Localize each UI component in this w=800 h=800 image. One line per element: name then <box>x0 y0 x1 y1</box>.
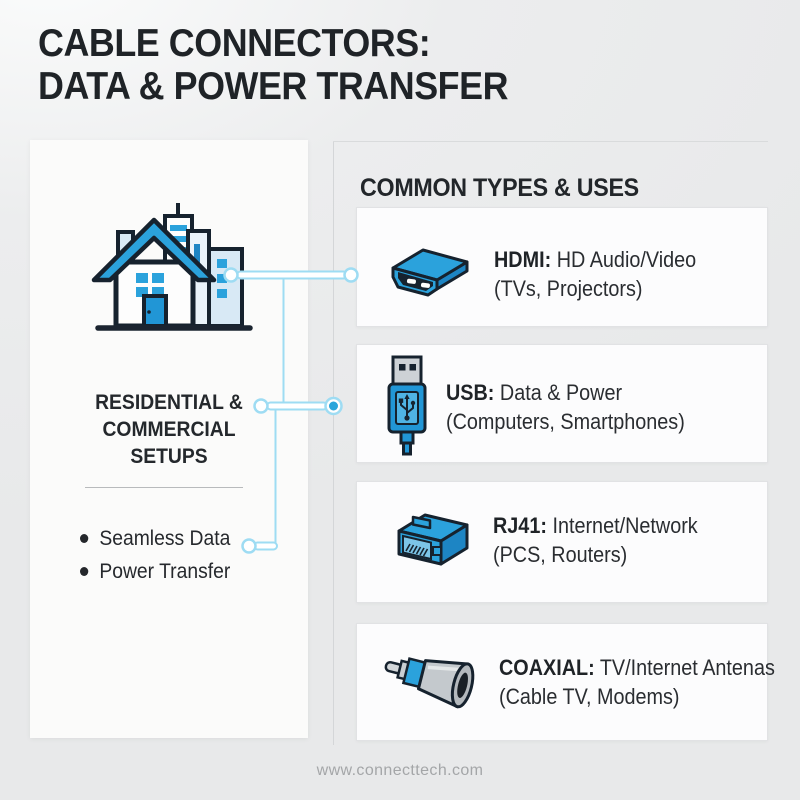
right-panel-heading: COMMON TYPES & USES <box>360 173 639 202</box>
bullet-item: Power Transfer <box>80 555 230 588</box>
card-desc2: (TVs, Projectors) <box>494 276 643 301</box>
page-title-line1: CABLE CONNECTORS: <box>38 22 431 65</box>
connector-card-rj41: RJ41: Internet/Network (PCS, Routers) <box>356 481 768 603</box>
card-text: USB: Data & Power (Computers, Smartphone… <box>446 378 685 436</box>
left-panel-heading-line3: SETUPS <box>130 445 208 469</box>
card-title-line: COAXIAL: TV/Internet Antenas <box>499 653 775 682</box>
connector-card-hdmi: HDMI: HD Audio/Video (TVs, Projectors) <box>356 207 768 327</box>
page-title: CABLE CONNECTORS: DATA & POWER TRANSFER <box>38 22 553 108</box>
section-divider-vertical <box>333 141 334 745</box>
card-title-line: RJ41: Internet/Network <box>493 511 698 540</box>
left-panel-heading-line1: RESIDENTIAL & <box>95 391 243 415</box>
left-panel-card: RESIDENTIAL & COMMERCIAL SETUPS Seamless… <box>30 140 308 738</box>
bullet-item: Seamless Data <box>80 522 230 555</box>
card-text: COAXIAL: TV/Internet Antenas (Cable TV, … <box>499 653 775 711</box>
card-title-line: USB: Data & Power <box>446 378 685 407</box>
card-desc2: (PCS, Routers) <box>493 542 628 567</box>
left-panel-bullet-list: Seamless Data Power Transfer <box>80 522 243 588</box>
page-title-line2: DATA & POWER TRANSFER <box>38 65 509 108</box>
connector-card-usb: USB: Data & Power (Computers, Smartphone… <box>356 344 768 463</box>
hdmi-connector-icon <box>391 248 469 297</box>
rj45-connector-icon <box>397 513 469 566</box>
section-divider-horizontal <box>333 141 768 142</box>
card-label: RJ41: <box>493 513 547 538</box>
card-label: COAXIAL: <box>499 655 595 680</box>
bullet-label: Power Transfer <box>99 559 231 583</box>
card-desc: Internet/Network <box>552 513 698 538</box>
usb-connector-icon <box>387 355 427 456</box>
bullet-dot-icon <box>80 534 89 543</box>
card-desc2: (Cable TV, Modems) <box>499 684 680 709</box>
card-desc: TV/Internet Antenas <box>599 655 775 680</box>
connector-card-coaxial: COAXIAL: TV/Internet Antenas (Cable TV, … <box>356 623 775 741</box>
left-panel-heading-line2: COMMERCIAL <box>102 418 236 442</box>
card-desc2: (Computers, Smartphones) <box>446 409 685 434</box>
card-label: USB: <box>446 380 495 405</box>
coaxial-connector-icon <box>384 657 475 709</box>
house-and-buildings-icon <box>91 203 253 331</box>
card-desc: Data & Power <box>499 380 623 405</box>
card-label: HDMI: <box>494 247 552 272</box>
card-text: RJ41: Internet/Network (PCS, Routers) <box>493 511 698 569</box>
left-panel-heading: RESIDENTIAL & COMMERCIAL SETUPS <box>41 389 297 470</box>
bullet-label: Seamless Data <box>99 526 231 550</box>
footer-url: www.connecttech.com <box>316 762 484 779</box>
card-title-line: HDMI: HD Audio/Video <box>494 245 696 274</box>
card-desc: HD Audio/Video <box>556 247 697 272</box>
left-panel-divider <box>85 487 243 488</box>
bullet-dot-icon <box>80 567 89 576</box>
card-text: HDMI: HD Audio/Video (TVs, Projectors) <box>494 245 696 303</box>
